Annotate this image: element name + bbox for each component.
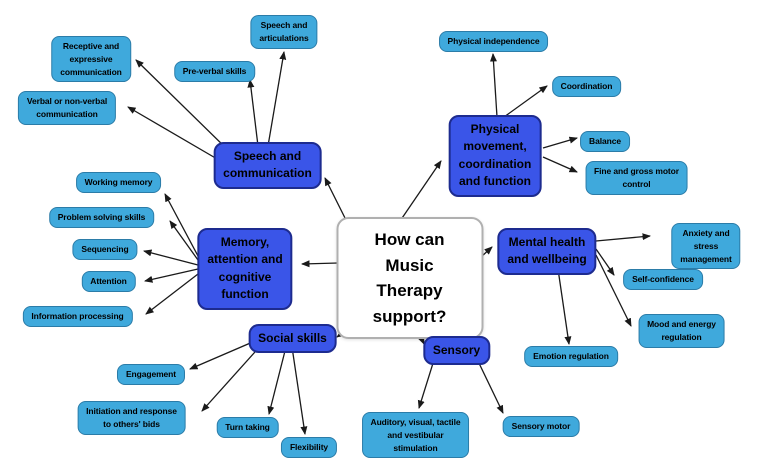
arrow-connector — [247, 79, 259, 147]
arrow-connector — [267, 346, 287, 415]
node-branch-social-skills: Social skills — [248, 324, 337, 354]
node-sub-verbal-or-non-verbal-communication: Verbal or non-verbal communication — [17, 91, 117, 125]
arrow-connector — [301, 260, 339, 268]
node-sub-problem-solving-skills: Problem solving skills — [48, 207, 155, 228]
arrow-connector — [169, 220, 199, 261]
node-branch-mental-health: Mental health and wellbeing — [497, 228, 597, 275]
node-sub-fine-and-gross-motor-control: Fine and gross motor control — [585, 161, 688, 195]
arrow-connector — [417, 359, 435, 409]
arrow-connector — [267, 51, 287, 147]
arrow-connector — [143, 249, 199, 266]
arrow-connector — [144, 268, 199, 283]
node-branch-memory-cognitive: Memory, attention and cognitive function — [197, 228, 293, 310]
arrow-connector — [145, 273, 199, 315]
node-sub-pre-verbal-skills: Pre-verbal skills — [173, 61, 256, 82]
arrow-connector — [135, 59, 231, 153]
arrow-connector — [542, 136, 578, 149]
node-sub-sensory-motor: Sensory motor — [502, 416, 580, 437]
node-center-topic: How can Music Therapy support? — [336, 217, 483, 339]
node-branch-speech-communication: Speech and communication — [213, 142, 322, 189]
node-sub-flexibility: Flexibility — [280, 437, 338, 458]
node-sub-balance: Balance — [580, 131, 630, 152]
arrow-connector — [595, 254, 632, 327]
node-sub-sequencing: Sequencing — [72, 239, 138, 260]
node-sub-initiation-and-response: Initiation and response to others' bids — [77, 401, 186, 435]
node-sub-receptive-expressive-communication: Receptive and expressive communication — [51, 36, 131, 83]
node-sub-engagement: Engagement — [116, 364, 186, 385]
node-sub-coordination: Coordination — [551, 76, 622, 97]
node-sub-mood-and-energy-regulation: Mood and energy regulation — [638, 314, 725, 348]
arrow-connector — [595, 248, 615, 276]
node-sub-auditory-visual-tactile-vestibular: Auditory, visual, tactile and vestibular… — [361, 412, 470, 459]
arrow-connector — [164, 193, 199, 257]
node-sub-speech-and-articulations: Speech and articulations — [250, 15, 318, 49]
node-sub-self-confidence: Self-confidence — [623, 269, 703, 290]
arrow-connector — [557, 268, 572, 345]
arrow-connector — [503, 85, 548, 118]
node-branch-sensory: Sensory — [422, 336, 491, 366]
arrow-connector — [542, 156, 578, 173]
arrow-connector — [291, 346, 308, 435]
node-sub-emotion-regulation: Emotion regulation — [524, 346, 618, 367]
node-sub-turn-taking: Turn taking — [216, 417, 279, 438]
arrow-connector — [397, 160, 442, 225]
arrow-connector — [489, 53, 498, 118]
node-sub-information-processing: Information processing — [22, 306, 133, 327]
node-sub-physical-independence: Physical independence — [438, 31, 549, 52]
arrow-connector — [127, 106, 225, 164]
node-branch-physical-movement: Physical movement, coordination and func… — [448, 115, 542, 197]
node-sub-working-memory: Working memory — [75, 172, 162, 193]
arrow-connector — [476, 358, 504, 414]
arrow-connector — [201, 342, 264, 412]
node-sub-anxiety-and-stress-management: Anxiety and stress management — [671, 223, 741, 270]
arrow-connector — [595, 233, 651, 242]
node-sub-attention: Attention — [81, 271, 136, 292]
